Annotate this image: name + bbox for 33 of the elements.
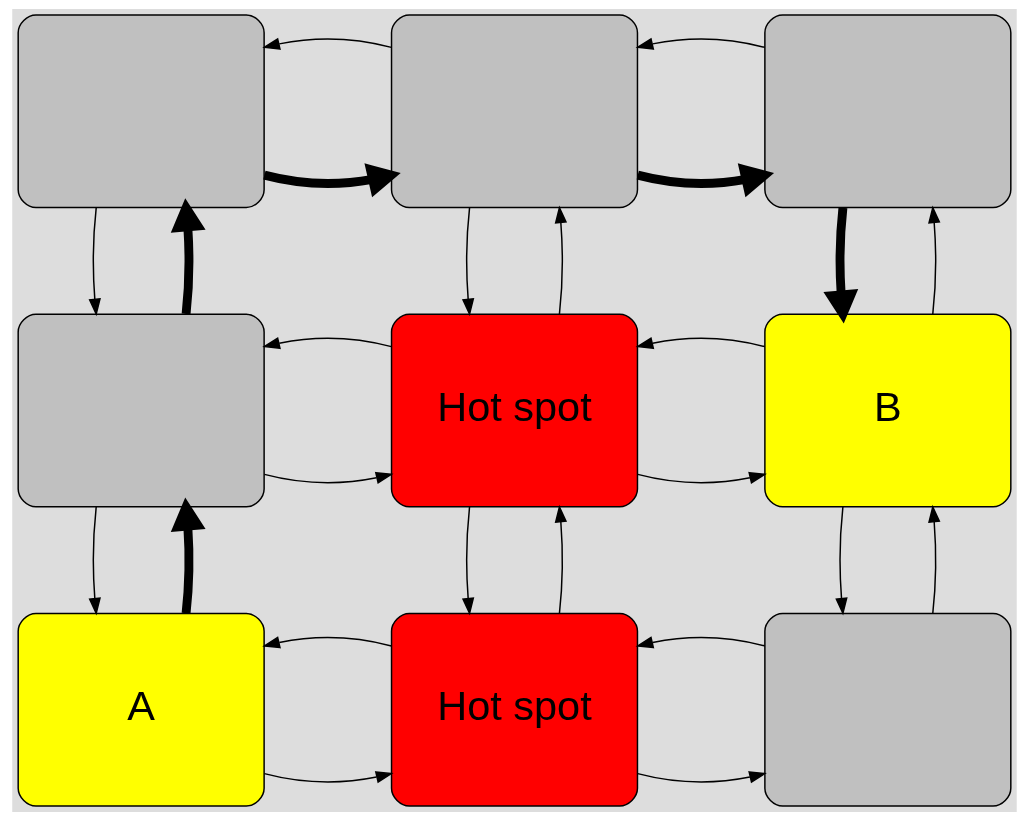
arrow bbox=[88, 206, 101, 316]
arrow bbox=[261, 635, 392, 648]
node-box: Hot spot bbox=[390, 312, 638, 508]
node-box bbox=[763, 13, 1012, 208]
arrow bbox=[170, 496, 206, 614]
arrow bbox=[635, 37, 765, 50]
arrow bbox=[263, 770, 394, 783]
arrow bbox=[927, 504, 940, 614]
arrow bbox=[261, 37, 392, 50]
arrow bbox=[636, 162, 774, 197]
arrow bbox=[170, 197, 206, 315]
arrow bbox=[263, 471, 394, 484]
arrow bbox=[554, 504, 567, 614]
arrow bbox=[88, 505, 101, 616]
node-box bbox=[16, 312, 265, 508]
arrow bbox=[261, 336, 392, 349]
arrow bbox=[554, 204, 567, 315]
node-box: A bbox=[16, 612, 265, 807]
arrow bbox=[822, 206, 858, 324]
node-box: Hot spot bbox=[390, 612, 638, 807]
arrow bbox=[635, 635, 765, 648]
arrow bbox=[927, 204, 940, 315]
node-box: B bbox=[763, 312, 1012, 508]
arrow bbox=[461, 505, 474, 616]
arrow bbox=[636, 770, 767, 783]
arrow bbox=[834, 505, 848, 616]
arrow bbox=[635, 336, 765, 349]
arrow bbox=[636, 471, 767, 484]
node-box bbox=[16, 13, 265, 208]
arrow bbox=[262, 162, 401, 197]
arrow bbox=[461, 206, 474, 316]
node-box bbox=[763, 612, 1012, 807]
node-box bbox=[390, 13, 638, 208]
